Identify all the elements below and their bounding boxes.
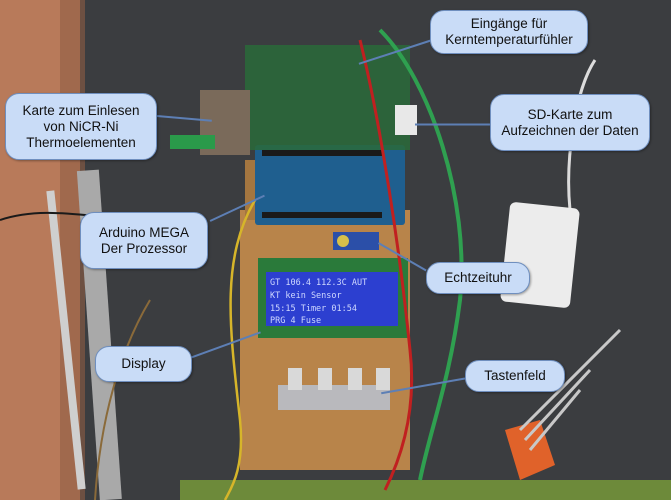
- callout-card-reader: Karte zum Einlesen von NiCR-Ni Thermoele…: [5, 93, 157, 160]
- lcd-line-4: PRG 4 Fuse: [270, 316, 321, 326]
- metal-rods: [518, 328, 622, 451]
- callout-inputs: Eingänge für Kerntemperaturfühler: [430, 10, 588, 54]
- key-4: [376, 368, 390, 390]
- key-3: [348, 368, 362, 390]
- thermocouple-shield: [245, 45, 410, 150]
- lcd-line-3: 15:15 Timer 01:54: [270, 304, 357, 314]
- key-1: [288, 368, 302, 390]
- lcd-screen: [266, 272, 398, 326]
- callout-keypad: Tastenfeld: [465, 360, 565, 392]
- yellow-wire: [223, 199, 257, 500]
- metal-probe: [46, 190, 86, 490]
- connector-sd: [415, 124, 490, 126]
- thermocouple-wire-2: [94, 299, 151, 500]
- wooden-board: [240, 210, 410, 470]
- key-2: [318, 368, 332, 390]
- callout-arduino: Arduino MEGA Der Prozessor: [80, 212, 208, 269]
- callout-display: Display: [95, 346, 192, 382]
- lcd-line-1: GT 106.4 112.3C AUT: [270, 278, 367, 288]
- red-wire: [358, 39, 414, 491]
- callout-rtc: Echtzeituhr: [426, 262, 530, 294]
- lcd-line-2: KT kein Sensor: [270, 291, 342, 301]
- arduino-header-2: [262, 212, 382, 218]
- green-terminal-block: [170, 135, 215, 149]
- sd-card-module: [395, 105, 417, 135]
- grass-strip: [180, 480, 671, 500]
- arduino-mega-board: [255, 145, 405, 225]
- rtc-battery: [337, 235, 349, 247]
- callout-sd-card: SD-Karte zum Aufzeichnen der Daten: [490, 94, 650, 151]
- arduino-header: [262, 150, 382, 156]
